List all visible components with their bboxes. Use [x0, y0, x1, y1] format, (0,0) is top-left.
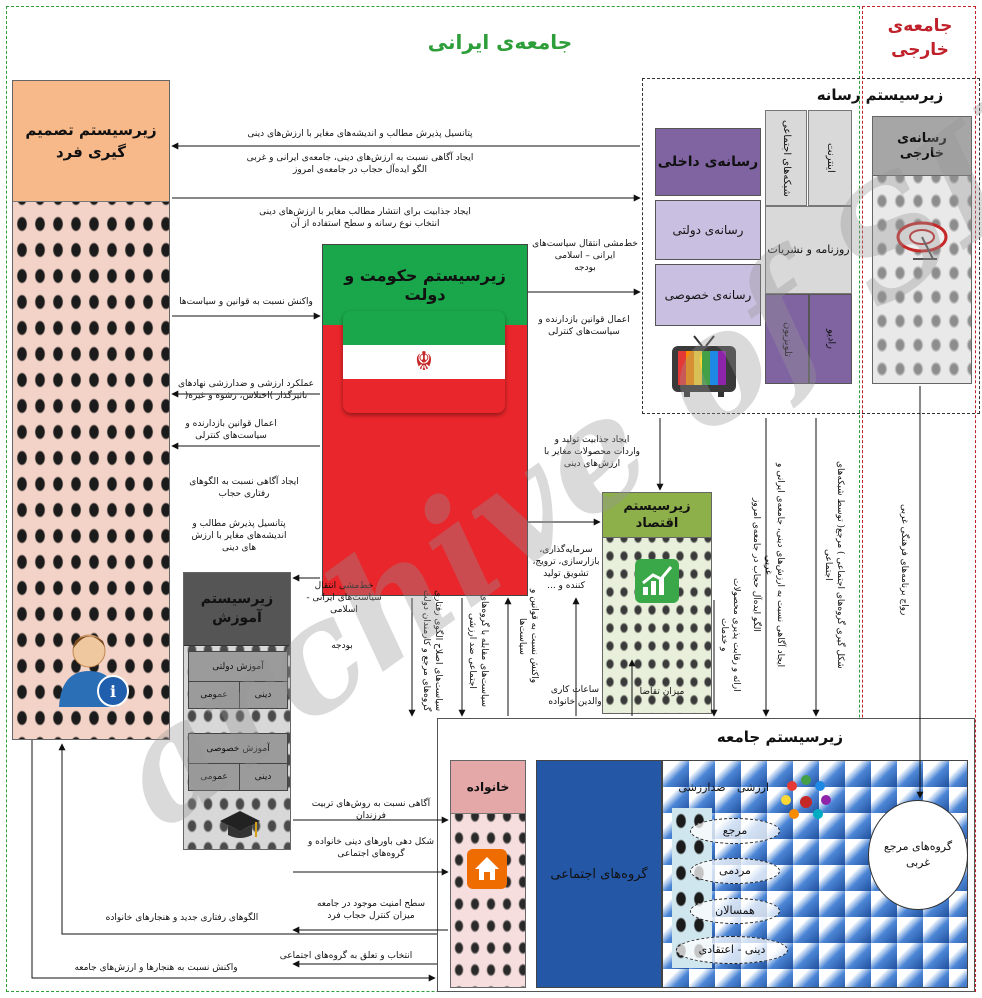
label-awareness-behavior: ایجاد آگاهی نسبت به الگوهای رفتاری حجاب — [189, 477, 299, 499]
home-icon — [467, 849, 507, 889]
label-new-behavior-patterns: الگوهای رفتاری جدید و هنجارهای خانواده — [105, 913, 259, 923]
private-education-religious: دینی — [238, 763, 288, 791]
economy-header: زیرسیستم اقتصاد — [603, 493, 711, 538]
iranian-society-region — [6, 6, 860, 992]
social-groups: گروه‌های اجتماعی — [536, 760, 662, 988]
label-institutional-performance: عملکرد ارزشی و ضدارزشی نهادهای تاثیرگذار… — [177, 379, 315, 401]
private-education: آموزش خصوصی — [188, 733, 288, 765]
label-reaction-norms: واکنش نسبت به هنجارها و ارزش‌های جامعه — [74, 963, 238, 973]
label-demand: میزان تقاضا — [639, 687, 685, 697]
satellite-icon — [893, 215, 951, 265]
label-working-hours: ساعات کاری والدین خانواده — [548, 685, 602, 707]
label-production-attractiveness: ایجاد جذابیت تولید و واردات محصولات مغای… — [543, 435, 641, 469]
label-deterrent-laws-media: اعمال قوانین بازدارنده و سیاست‌های کنترل… — [538, 315, 630, 337]
label-reaction-laws: واکنش نسبت به قوانین و سیاست‌ها — [179, 297, 313, 307]
radio: رادیو — [809, 294, 852, 384]
label-reaction-policies: واکنش نسبت به قوانین و سیاست‌ها — [517, 588, 539, 684]
label-potential-acceptance-2: پتانسیل پذیرش مطالب و اندیشه‌های مغایر ب… — [191, 519, 287, 553]
press: روزنامه و نشریات — [765, 206, 852, 294]
private-education-general: عمومی — [188, 763, 240, 791]
media-subsystem-title: زیرسیستم رسانه — [816, 86, 944, 104]
label-awareness-media-society: ایجاد آگاهی نسبت به ارزش‌های دینی، جامعه… — [751, 462, 785, 668]
internet: اینترنت — [808, 110, 852, 206]
label-deterrent-laws-left: اعمال قوانین بازدارنده و سیاست‌های کنترل… — [185, 419, 277, 441]
education-header: زیرسیستم آموزش — [184, 573, 290, 646]
foreign-media-header: رسانه‌ی خارجی — [873, 117, 971, 176]
label-awareness-religious-values: ایجاد آگاهی نسبت به ارزش‌های دینی، جامعه… — [246, 153, 474, 175]
social-networks: شبکه‌های اجتماعی — [765, 110, 807, 206]
religious-group: دینی - اعتقادی — [676, 936, 788, 964]
state-education: آموزش دولتی — [188, 651, 288, 683]
foreign-media: رسانه‌ی خارجی — [872, 116, 972, 384]
state-education-religious: دینی — [238, 681, 288, 709]
individual-subsystem-header: زیرسیستم تصمیم گیری فرد — [13, 81, 169, 202]
private-media: رسانه‌ی خصوصی — [655, 264, 761, 326]
label-social-network-groups: شکل گیری گروه‌های اجتماعی ) مرجع( توسط ش… — [823, 461, 845, 669]
label-potential-acceptance: پتانسیل پذیرش مطالب و اندیشه‌های مغایر ب… — [247, 129, 473, 139]
state-media: رسانه‌ی دولتی — [655, 200, 761, 260]
label-investment: سرمایه‌گذاری، بازارسازی، ترویج، تشویق تو… — [532, 545, 600, 591]
label-product-competition: ارائه و رقابت پذیری محصولات و خدمات — [719, 578, 741, 692]
education-subsystem: زیرسیستم آموزش آموزش دولتی دینی عمومی آم… — [183, 572, 291, 850]
domestic-media: رسانه‌ی داخلی — [655, 128, 761, 196]
economy-subsystem: زیرسیستم اقتصاد — [602, 492, 712, 714]
television: تلویزیون — [765, 294, 809, 384]
group-people-icon — [778, 772, 834, 824]
tv-icon — [668, 334, 740, 398]
foreign-society-title: جامعه‌ی خارجی — [887, 16, 953, 60]
iran-flag-icon: ☬ — [343, 311, 505, 413]
label-group-membership: انتخاب و تعلق به گروه‌های اجتماعی — [279, 951, 413, 961]
western-reference-groups: گروه‌های مرجع غربی — [868, 800, 968, 910]
popular-group: مردمی — [690, 858, 780, 884]
graduation-cap-icon — [218, 809, 262, 843]
label-security-level: سطح امنیت موجود در جامعه میزان کنترل حجا… — [316, 899, 426, 921]
values-label: ارزشی — [736, 781, 770, 794]
iranian-society-title: جامعه‌ی ایرانی — [427, 30, 573, 54]
label-religious-beliefs: شکل دهی باورهای دینی خانواده و گروه‌های … — [307, 837, 435, 859]
label-policy-transfer-media: خط‌مشی انتقال سیاست‌های ایرانی – اسلامی … — [532, 239, 638, 273]
society-subsystem-title: زیرسیستم جامعه — [716, 728, 844, 746]
label-western-programs: رواج برنامه‌های فرهنگی غربی — [899, 504, 909, 616]
label-attractiveness-publishing: ایجاد جذابیت برای انتشار مطالب مغایر با … — [259, 207, 471, 229]
individual-subsystem: زیرسیستم تصمیم گیری فرد i — [12, 80, 170, 740]
user-info-icon: i — [55, 629, 133, 709]
government-subsystem: زیرسیستم حکومت و دولت ☬ — [322, 244, 528, 596]
family-header: خانواده — [451, 761, 525, 814]
growth-chart-icon — [635, 559, 679, 603]
label-counter-anti-value-groups: سیاست‌های مقابله با گروه‌های اجتماعی ضد … — [467, 594, 489, 708]
label-policy-transfer-education: خط‌مشی انتقال سیاست‌های ایرانی - اسلامی — [306, 581, 382, 615]
label-parenting-awareness: آگاهی نسبت به روش‌های تربیت فرزندان — [311, 799, 431, 821]
anti-values-label: ضدارزشی — [678, 781, 726, 794]
svg-text:i: i — [110, 682, 116, 701]
state-education-general: عمومی — [188, 681, 240, 709]
peers-group: همسالان — [690, 898, 780, 924]
label-budget: بودجه — [331, 641, 353, 651]
label-behavior-reform: سیاست‌های اصلاح الگوی رفتاری گروه‌های مر… — [421, 590, 443, 712]
media-subsystem — [642, 78, 980, 414]
reference-group: مرجع — [690, 818, 780, 844]
family: خانواده — [450, 760, 526, 988]
